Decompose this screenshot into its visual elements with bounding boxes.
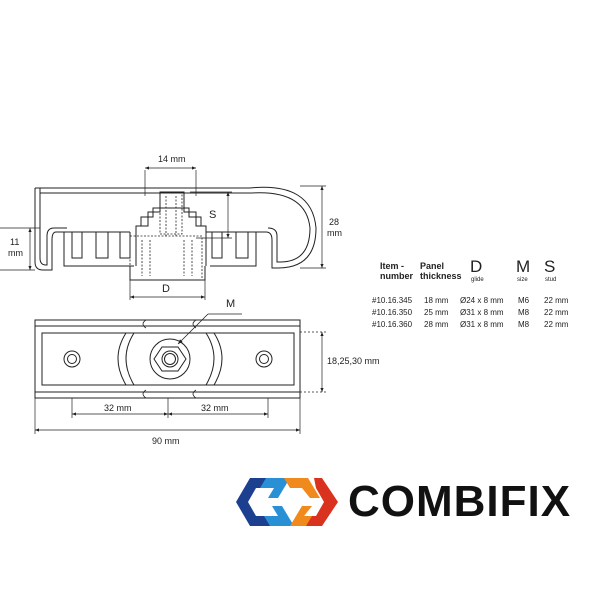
plate-outer: [34, 319, 301, 399]
header-panel: Panel thickness: [420, 261, 462, 281]
dim-32-right: 32 mm: [201, 403, 229, 413]
header-d-sub: glide: [471, 277, 484, 283]
plate-inner: [41, 332, 295, 386]
combifix-logo: COMBIFIX: [232, 462, 582, 542]
combifix-logo-mark: [236, 478, 338, 526]
header-m: M: [516, 257, 531, 276]
profile-top: [34, 188, 134, 271]
profile-top-inner: [39, 188, 67, 266]
dimension-lines-plan: [34, 331, 326, 434]
profile-outer-top: [35, 186, 317, 269]
dim-90: 90 mm: [152, 436, 180, 446]
hole-left: [63, 350, 81, 368]
break-lines: [142, 319, 197, 399]
dim-11: 11: [10, 237, 19, 247]
dim-32-left: 32 mm: [104, 403, 132, 413]
dim-d: D: [162, 283, 170, 295]
profile-inner-top: [40, 192, 311, 263]
hex-nut: [153, 346, 187, 372]
header-d: D: [470, 257, 483, 276]
dim-28-unit: mm: [327, 228, 342, 238]
m-leader: [177, 313, 242, 345]
rib-left-2: [95, 232, 109, 259]
header-s: S: [544, 257, 556, 276]
dim-28: 28: [329, 217, 339, 227]
nut-hole-inner: [164, 353, 176, 365]
center-block: [135, 191, 207, 266]
rib-right-2: [235, 232, 249, 259]
plan-view: [34, 319, 301, 399]
dim-11-unit: mm: [8, 248, 23, 258]
hole-right: [255, 350, 273, 368]
nut-hole: [161, 350, 179, 368]
glide-disk: [125, 332, 215, 386]
dim-14mm: 14 mm: [158, 154, 186, 164]
rib-right-1: [211, 232, 223, 259]
rib-left-1: [71, 232, 83, 259]
header-m-sub: size: [517, 277, 528, 283]
header-s-sub: stud: [545, 277, 557, 283]
dim-m: M: [226, 298, 235, 310]
brand-name: COMBIFIX: [348, 477, 572, 526]
glide-lower: [129, 266, 206, 281]
header-item: Item - number: [380, 261, 414, 281]
center-block-inner: [140, 207, 202, 226]
nut-outer: [149, 338, 191, 380]
dim-plate-height: 18,25,30 mm: [327, 356, 380, 366]
rib-left-3: [119, 232, 131, 259]
dim-s: S: [209, 209, 216, 221]
dimension-lines-side: [0, 166, 326, 300]
side-view: [34, 186, 317, 271]
stud-hidden: [129, 191, 203, 281]
